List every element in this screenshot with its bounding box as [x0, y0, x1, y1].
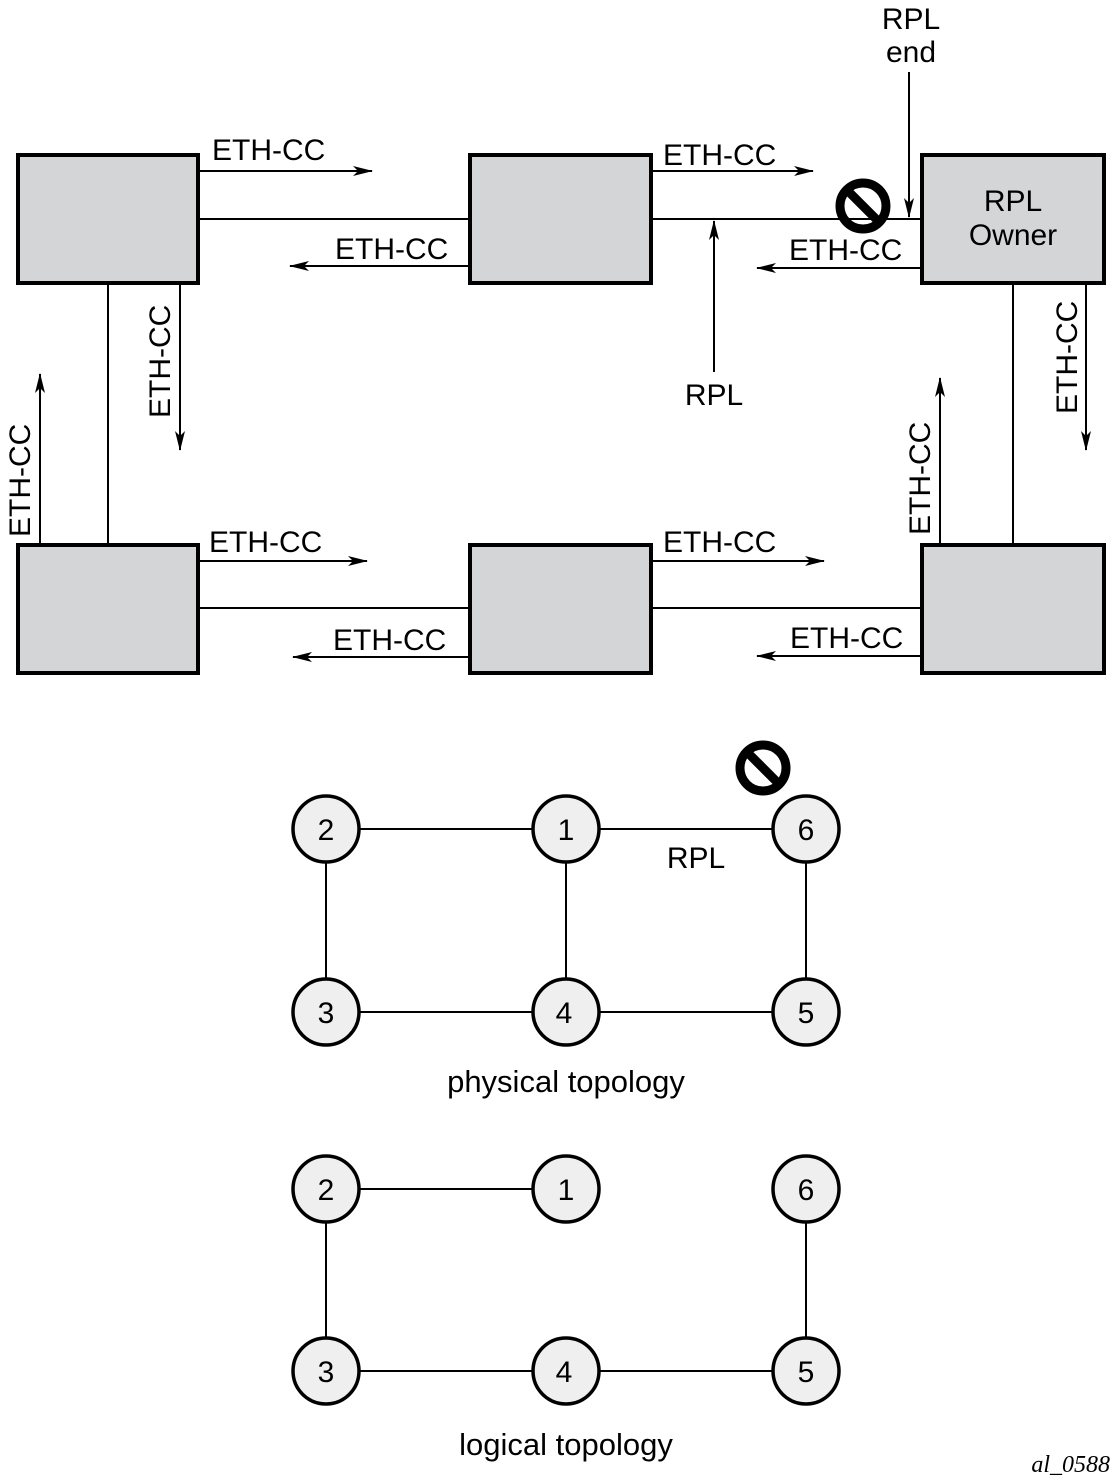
switch-rpl-owner [920, 153, 1106, 285]
phys-node-label: 3 [318, 997, 335, 1030]
log-node-2 [291, 1154, 361, 1224]
switch-bottom-left [16, 543, 200, 675]
ring-links [107, 218, 1014, 609]
log-node-5 [771, 1336, 841, 1406]
rpl-label: RPL [685, 379, 743, 412]
rpl-owner-label: Owner [969, 219, 1057, 252]
figure-id: al_0588 [1031, 1452, 1110, 1478]
log-node-6 [771, 1154, 841, 1224]
phys-node-1 [531, 794, 601, 864]
phys-node-2 [291, 794, 361, 864]
eth-cc-label: ETH-CC [663, 526, 776, 559]
log-node-label: 1 [558, 1174, 575, 1207]
eth-cc-label: ETH-CC [663, 139, 776, 172]
blocked-port-icon [835, 178, 891, 234]
phys-node-label: 2 [318, 814, 335, 847]
eth-cc-label: ETH-CC [790, 622, 903, 655]
phys-node-label: 5 [798, 997, 815, 1030]
eth-cc-label: ETH-CC [144, 305, 177, 418]
phys-node-5 [771, 977, 841, 1047]
log-node-label: 3 [318, 1356, 335, 1389]
log-node-label: 2 [318, 1174, 335, 1207]
phys-node-label: 6 [798, 814, 815, 847]
phys-node-label: 4 [556, 997, 573, 1030]
phys-rpl-label: RPL [667, 842, 725, 875]
eth-cc-label: ETH-CC [335, 233, 448, 266]
ring-switches [16, 153, 1106, 675]
phys-node-3 [291, 977, 361, 1047]
phys-node-6 [771, 794, 841, 864]
logical-topology: 1 2 3 4 5 6 logical topology [291, 1154, 841, 1462]
eth-cc-label: ETH-CC [209, 526, 322, 559]
phys-node-label: 1 [558, 814, 575, 847]
eth-cc-labels: ETH-CC ETH-CC ETH-CC ETH-CC ETH-CC ETH-C… [4, 134, 1084, 657]
eth-cc-label: ETH-CC [212, 134, 325, 167]
log-node-label: 4 [556, 1356, 573, 1389]
eth-cc-label: ETH-CC [333, 624, 446, 657]
switch-top-left [16, 153, 200, 285]
switch-bottom-right [920, 543, 1106, 675]
physical-topology-caption: physical topology [447, 1064, 685, 1099]
rpl-end-label: end [886, 36, 936, 69]
switch-bottom-middle [468, 543, 653, 675]
blocked-port-icon [735, 740, 791, 796]
log-node-label: 6 [798, 1174, 815, 1207]
eth-cc-label: ETH-CC [1051, 301, 1084, 414]
rpl-owner-label: RPL [984, 185, 1042, 218]
log-node-1 [531, 1154, 601, 1224]
log-node-3 [291, 1336, 361, 1406]
phys-node-4 [531, 977, 601, 1047]
eth-cc-label: ETH-CC [4, 424, 37, 537]
log-node-label: 5 [798, 1356, 815, 1389]
eth-cc-arrows [35, 166, 1091, 662]
physical-topology: 1 2 3 4 5 6 RPL physical topology [291, 740, 841, 1099]
rpl-end-label: RPL [882, 3, 940, 36]
log-node-4 [531, 1336, 601, 1406]
logical-topology-caption: logical topology [459, 1427, 673, 1462]
eth-cc-label: ETH-CC [789, 234, 902, 267]
eth-cc-label: ETH-CC [904, 422, 937, 535]
switch-top-middle [468, 153, 653, 285]
